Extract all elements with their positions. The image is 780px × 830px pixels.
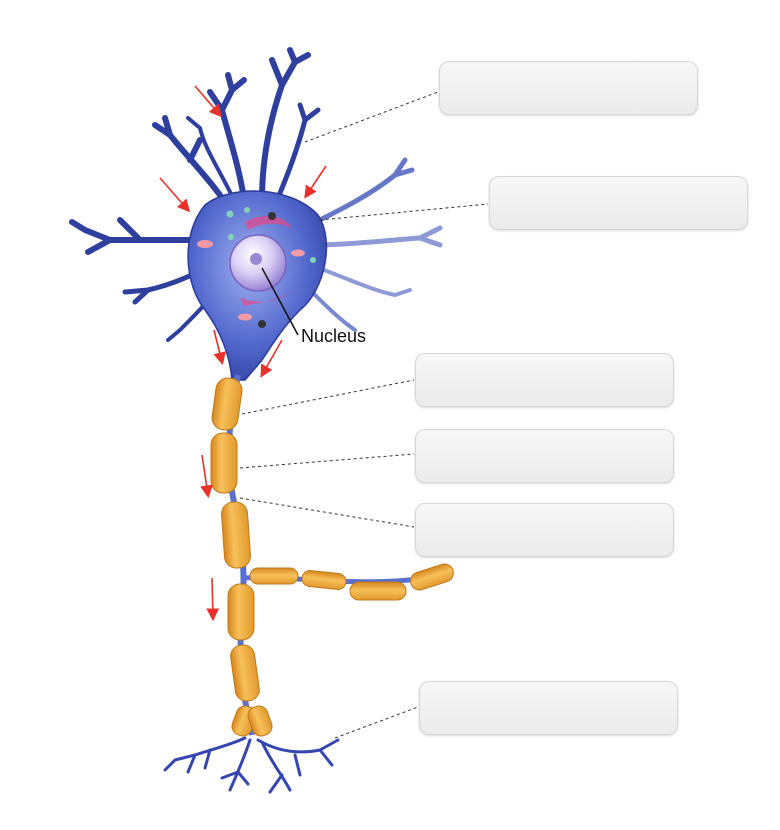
signal-direction-arrows: [159, 85, 327, 622]
nucleus: [229, 234, 287, 292]
label-box-myelin-sheath[interactable]: [415, 429, 674, 483]
organelles: [197, 207, 316, 328]
leader-lines: [239, 91, 489, 739]
myelin-sheath: [210, 377, 454, 737]
label-box-node-of-ranvier[interactable]: [415, 503, 674, 557]
nucleus-label: Nucleus: [301, 326, 366, 346]
label-box-axon[interactable]: [415, 353, 674, 407]
axon-terminals: [163, 736, 340, 794]
nucleus-leader-line: [261, 267, 299, 336]
label-box-dendrites[interactable]: [439, 61, 698, 115]
label-box-axon-terminal[interactable]: [419, 681, 678, 735]
label-box-cell-body[interactable]: [489, 176, 748, 230]
